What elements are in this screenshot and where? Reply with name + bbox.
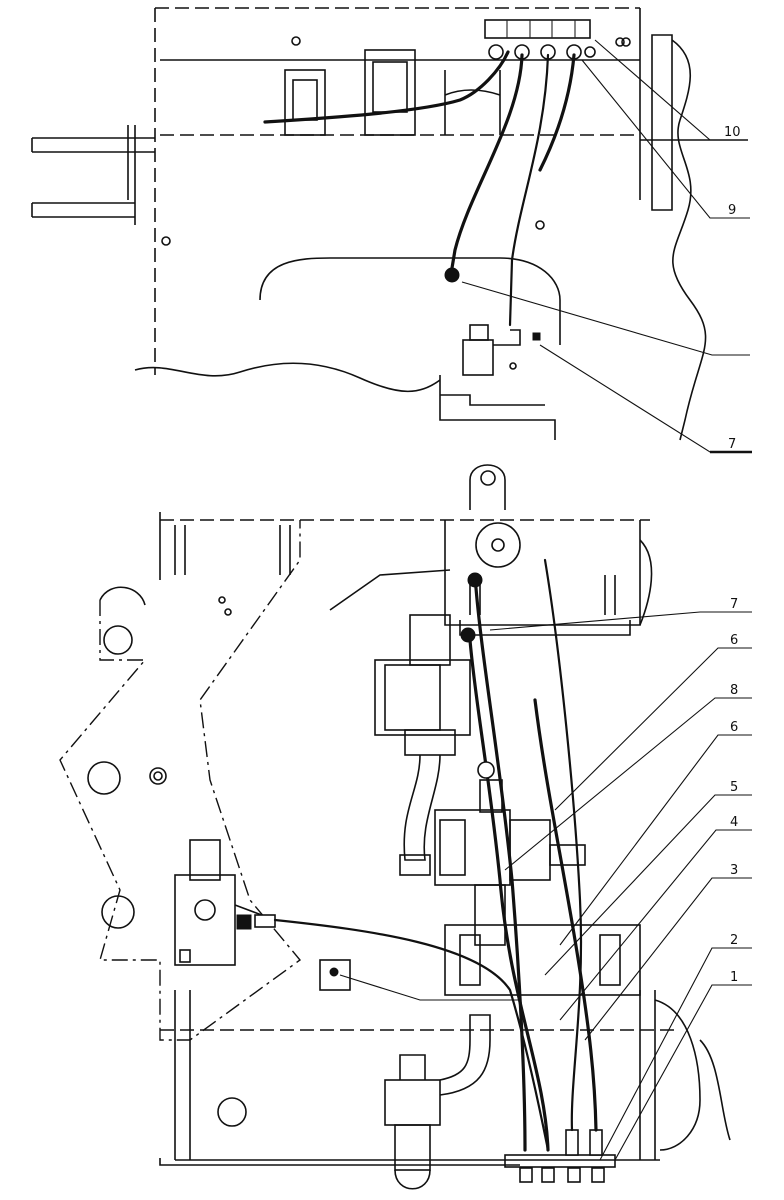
- callout-4: 4: [730, 815, 738, 830]
- callout-2: 2: [730, 933, 738, 948]
- callout-6a: 6: [730, 633, 738, 648]
- top-view: 10 9 7: [31, 7, 752, 454]
- callout-5: 5: [730, 780, 738, 795]
- callout-8: 8: [730, 683, 738, 698]
- callout-9: 9: [728, 203, 736, 218]
- callout-6b: 6: [730, 720, 738, 735]
- callout-10: 10: [724, 125, 741, 140]
- callout-7b: 7: [730, 597, 738, 612]
- callout-7: 7: [728, 437, 736, 452]
- callout-3: 3: [730, 863, 738, 878]
- bottom-view: 7 6 8 6 5 4 3 2 1: [59, 464, 752, 1190]
- callout-1: 1: [730, 970, 738, 985]
